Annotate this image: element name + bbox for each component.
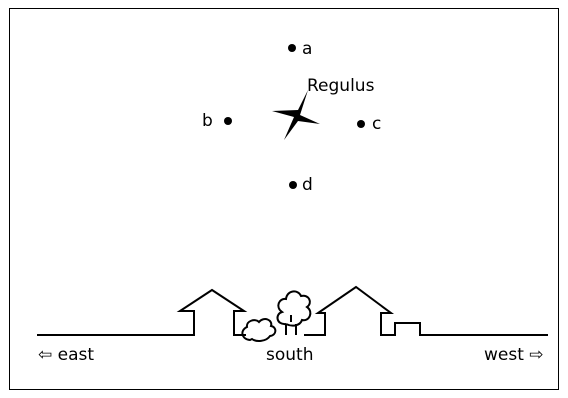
bush-icon <box>241 318 277 342</box>
east-label: ⇦ east <box>38 345 94 365</box>
diagram-frame <box>9 8 559 390</box>
star-a-label: a <box>302 39 312 59</box>
regulus-label: Regulus <box>307 76 375 96</box>
regulus-star-icon <box>272 90 320 140</box>
horizon-right-house <box>304 285 548 336</box>
west-label: west ⇨ <box>484 345 544 365</box>
star-b-dot <box>224 117 232 125</box>
star-a-dot <box>288 44 296 52</box>
star-c-label: c <box>372 114 381 134</box>
star-c-dot <box>357 120 365 128</box>
star-d-dot <box>289 181 297 189</box>
tree-icon <box>276 290 312 335</box>
south-label: south <box>266 345 313 365</box>
horizon-left-house <box>37 288 248 336</box>
star-b-label: b <box>202 111 213 131</box>
star-d-label: d <box>302 175 313 195</box>
